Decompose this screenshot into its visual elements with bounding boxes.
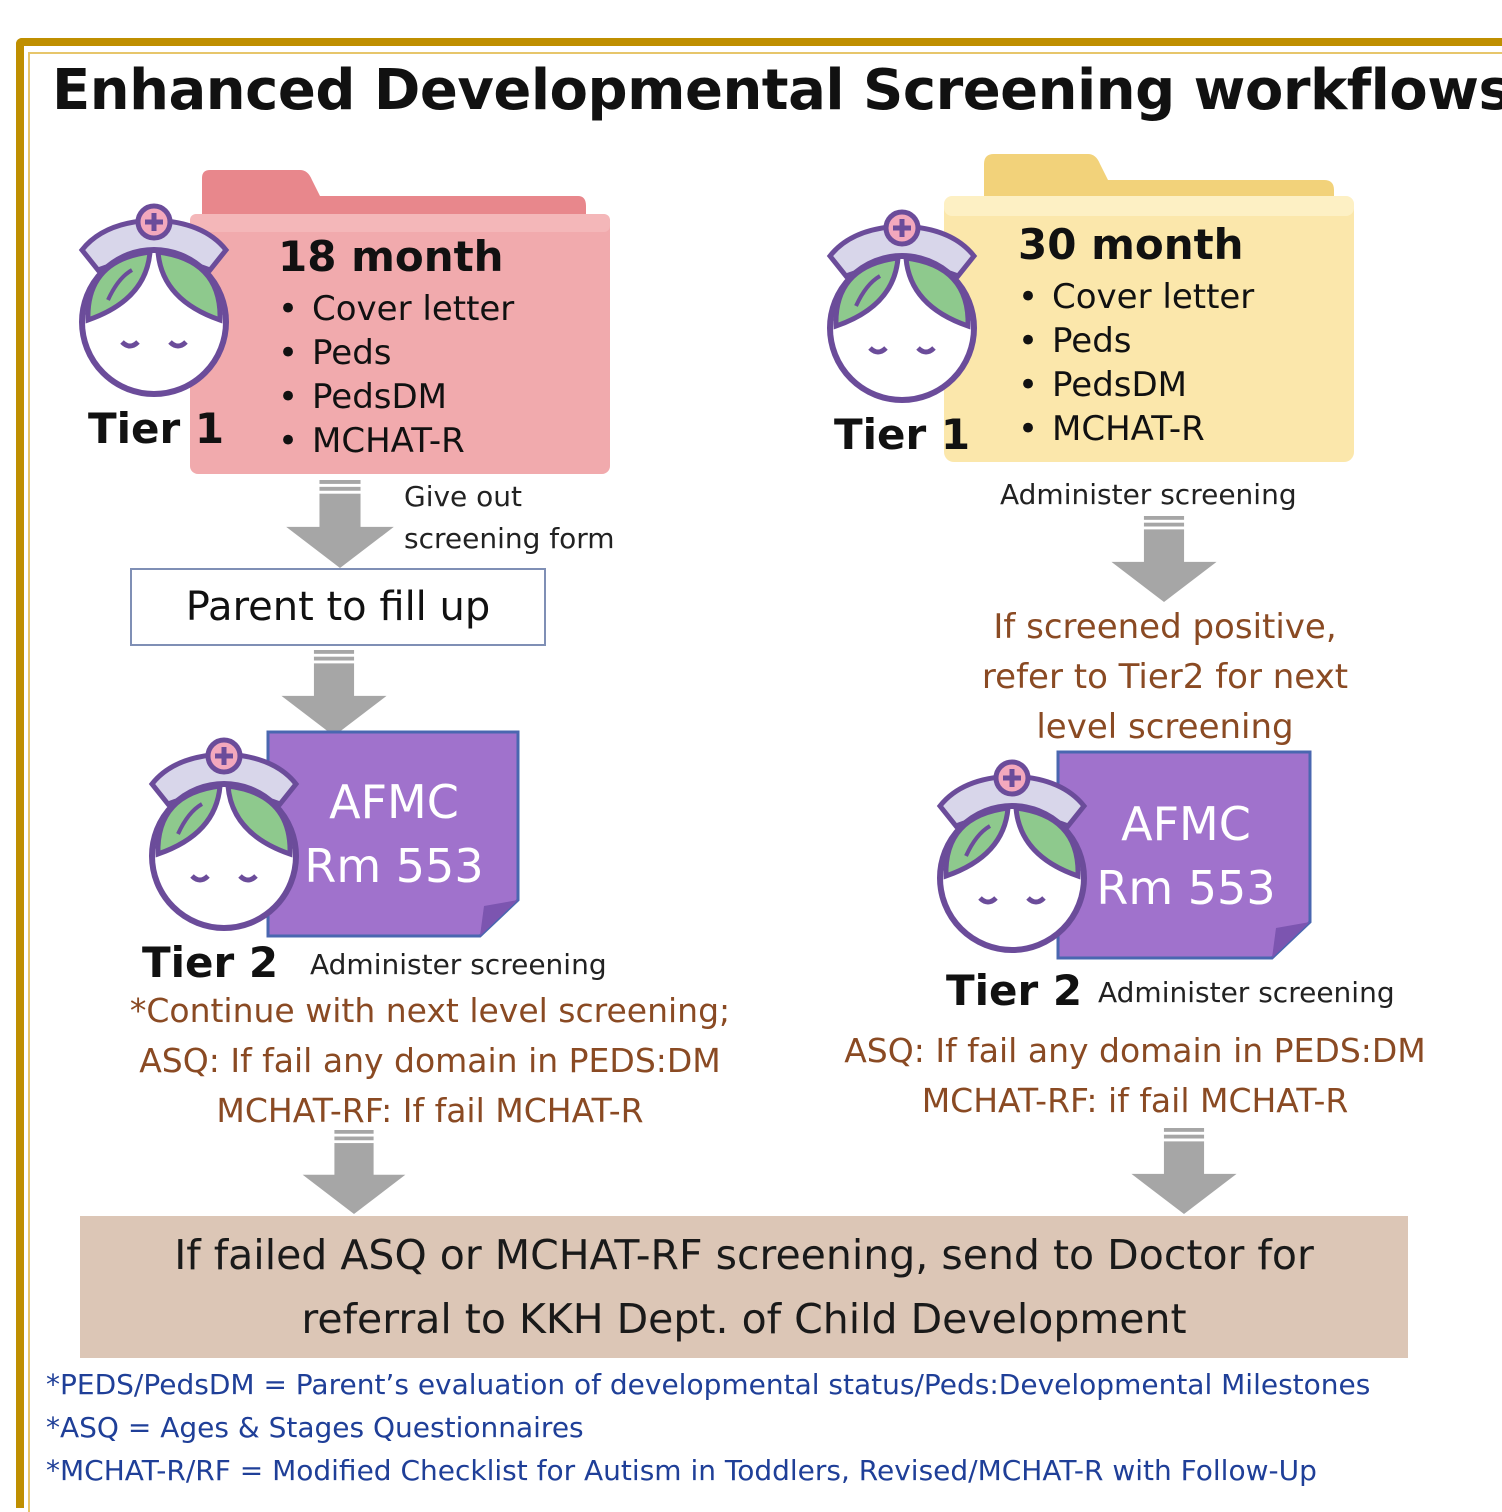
footnote-mchat: *MCHAT-R/RF = Modified Checklist for Aut… bbox=[46, 1454, 1317, 1487]
referral-line: level screening bbox=[1036, 707, 1294, 747]
tier1-left-label: Tier 1 bbox=[88, 404, 225, 453]
folder-item: Peds bbox=[1018, 319, 1254, 363]
nurse-tier2-right-icon bbox=[932, 756, 1092, 956]
tier2-left-note: Administer screening bbox=[310, 948, 607, 981]
down-arrow-icon bbox=[300, 1130, 408, 1214]
criteria-line: MCHAT-RF: If fail MCHAT-R bbox=[216, 1091, 644, 1130]
afmc-line1: AFMC bbox=[329, 775, 459, 829]
nurse-tier1-right-icon bbox=[822, 206, 982, 406]
afmc-line1: AFMC bbox=[1121, 797, 1251, 851]
tier1-right-label: Tier 1 bbox=[834, 410, 971, 459]
footnote-peds: *PEDS/PedsDM = Parent’s evaluation of de… bbox=[46, 1368, 1371, 1401]
tier2-left-label: Tier 2 bbox=[142, 938, 279, 987]
down-arrow-icon bbox=[1130, 1128, 1238, 1214]
parent-fill-box: Parent to fill up bbox=[130, 568, 546, 646]
folder-item: Peds bbox=[278, 331, 514, 375]
nurse-tier1-left-icon bbox=[74, 200, 234, 400]
down-arrow-icon bbox=[286, 480, 394, 568]
referral-line: If screened positive, bbox=[993, 607, 1337, 647]
folder-heading: 30 month bbox=[1018, 220, 1244, 269]
tier2-right-label: Tier 2 bbox=[946, 966, 1083, 1015]
afmc-room-right: AFMC Rm 553 bbox=[1088, 792, 1284, 920]
folder-item: PedsDM bbox=[1018, 363, 1254, 407]
folder-item: Cover letter bbox=[1018, 275, 1254, 319]
afmc-line2: Rm 553 bbox=[304, 839, 484, 893]
page-title: Enhanced Developmental Screening workflo… bbox=[52, 58, 1502, 123]
folder-item: MCHAT-R bbox=[278, 419, 514, 463]
criteria-line: MCHAT-RF: if fail MCHAT-R bbox=[921, 1081, 1349, 1120]
criteria-line: ASQ: If fail any domain in PEDS:DM bbox=[139, 1041, 721, 1080]
folder-item: MCHAT-R bbox=[1018, 407, 1254, 451]
doctor-referral-box: If failed ASQ or MCHAT-RF screening, sen… bbox=[80, 1216, 1408, 1358]
give-out-note-line1: Give out bbox=[404, 480, 523, 513]
folder-30-month-content: 30 month Cover letter Peds PedsDM MCHAT-… bbox=[1018, 220, 1254, 451]
give-out-note-line2: screening form bbox=[404, 522, 615, 555]
afmc-room-left: AFMC Rm 553 bbox=[296, 770, 492, 898]
folder-18-month-content: 18 month Cover letter Peds PedsDM MCHAT-… bbox=[278, 232, 514, 463]
inner-frame bbox=[28, 52, 1502, 1512]
referral-box-line2: referral to KKH Dept. of Child Developme… bbox=[301, 1295, 1187, 1343]
nurse-tier2-left-icon bbox=[144, 734, 304, 934]
folder-heading: 18 month bbox=[278, 232, 504, 281]
tier2-right-note: Administer screening bbox=[1098, 976, 1395, 1009]
referral-box-line1: If failed ASQ or MCHAT-RF screening, sen… bbox=[174, 1231, 1314, 1279]
right-admin-note: Administer screening bbox=[1000, 478, 1297, 511]
down-arrow-icon bbox=[1110, 516, 1218, 602]
footnote-asq: *ASQ = Ages & Stages Questionnaires bbox=[46, 1411, 584, 1444]
folder-item: Cover letter bbox=[278, 287, 514, 331]
outer-frame bbox=[16, 38, 1502, 1508]
afmc-note-right-icon bbox=[1056, 750, 1312, 960]
afmc-line2: Rm 553 bbox=[1096, 861, 1276, 915]
right-criteria: ASQ: If fail any domain in PEDS:DM MCHAT… bbox=[800, 1026, 1470, 1126]
down-arrow-icon bbox=[280, 650, 388, 736]
right-positive-referral: If screened positive, refer to Tier2 for… bbox=[950, 602, 1380, 752]
folder-item: PedsDM bbox=[278, 375, 514, 419]
left-criteria: *Continue with next level screening; ASQ… bbox=[60, 986, 800, 1136]
criteria-line: *Continue with next level screening; bbox=[129, 991, 731, 1030]
criteria-line: ASQ: If fail any domain in PEDS:DM bbox=[844, 1031, 1426, 1070]
referral-line: refer to Tier2 for next bbox=[981, 657, 1349, 697]
